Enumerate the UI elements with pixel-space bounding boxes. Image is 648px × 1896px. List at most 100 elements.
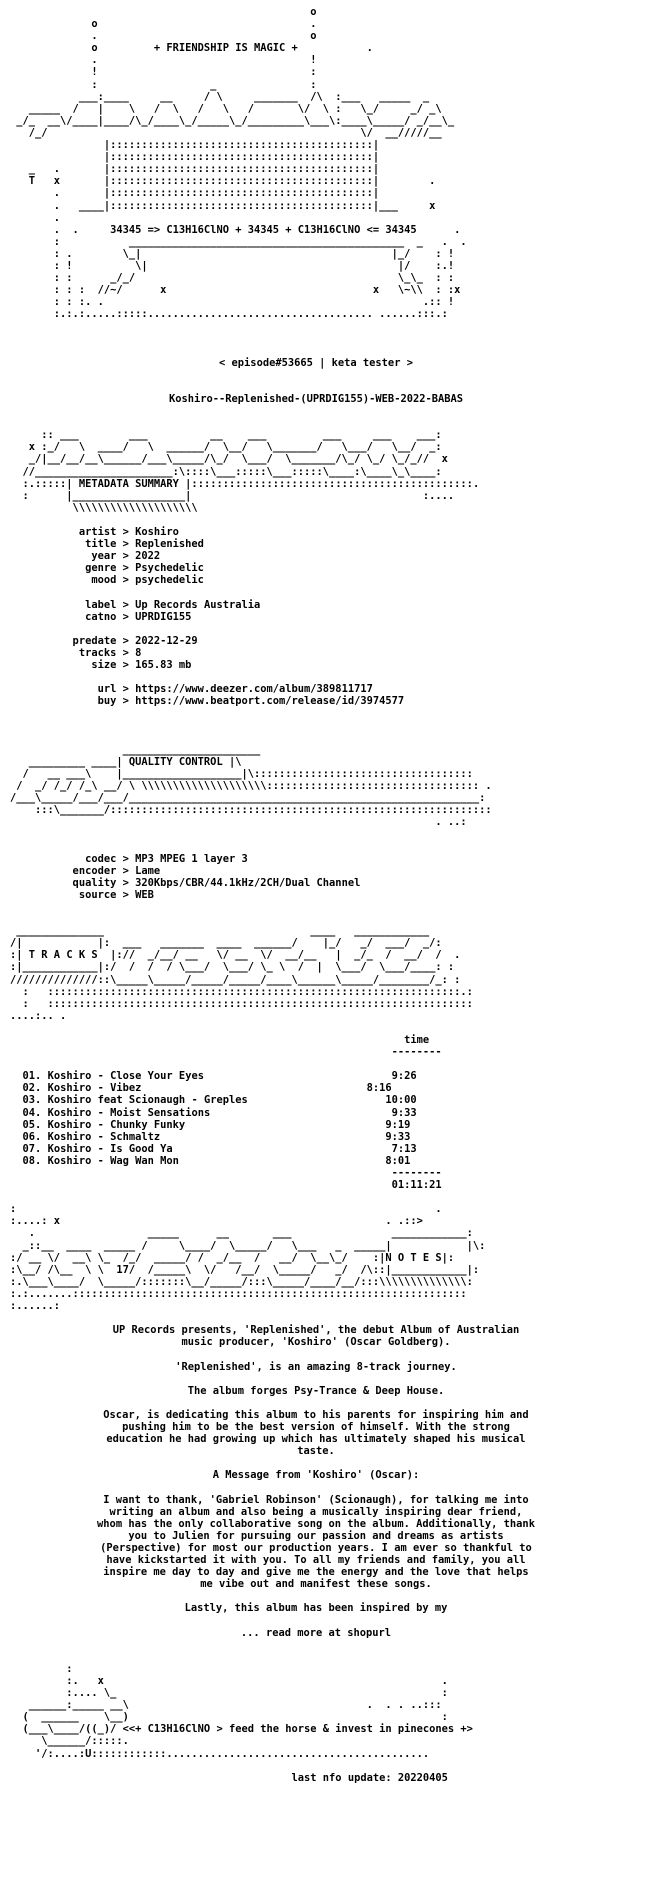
track-row: 05. Koshiro - Chunky Funky 9:19 xyxy=(10,1119,622,1131)
art-line: _____ / | \ / \ / \ / \/ \ : \_/ _/ _\ xyxy=(10,102,442,115)
notes-line: music producer, 'Koshiro' (Oscar Goldber… xyxy=(181,1336,451,1349)
metadata-value: psychedelic xyxy=(135,574,204,587)
metadata-row: catno > UPRDIG155 xyxy=(10,610,192,623)
art-line: ______________ ____ ____________ xyxy=(10,925,430,938)
art-line: ______________________ xyxy=(10,743,261,756)
quality-row: encoder > Lame xyxy=(10,864,161,877)
track-num: 01. xyxy=(22,1070,42,1083)
track-time: 9:26 xyxy=(391,1070,417,1083)
metadata-value: UPRDIG155 xyxy=(135,610,192,623)
art-line: :::\_______/::::::::::::::::::::::::::::… xyxy=(10,804,492,817)
art-line: _/|__/__/__\______/___\_____/\_/ \___/ \… xyxy=(10,453,448,466)
quality-value: 320Kbps/CBR/44.1kHz/2CH/Dual Channel xyxy=(135,876,361,889)
quality-value: Lame xyxy=(135,864,161,877)
art-line: T x |:::::::::::::::::::::::::::::::::::… xyxy=(10,175,436,188)
art-line xyxy=(10,1312,622,1324)
art-line: : xyxy=(10,1662,73,1675)
metadata-value: 8 xyxy=(135,646,142,659)
art-line xyxy=(10,840,622,852)
art-line: . ____|:::::::::::::::::::::::::::::::::… xyxy=(10,199,436,212)
section-tracks: T R A C K S xyxy=(28,949,98,962)
notes-line: have kickstarted it with you. To all my … xyxy=(106,1554,526,1566)
art-line xyxy=(10,671,622,683)
art-line: :......: xyxy=(10,1300,61,1313)
release-name: Koshiro--Replenished-(UPRDIG155)-WEB-202… xyxy=(168,393,464,405)
art-line: /| |: ___ _______ ____ ______/ |_/ _/ __… xyxy=(10,937,442,950)
art-line xyxy=(10,345,622,357)
metadata-value: 2022-12-29 xyxy=(135,634,198,647)
notes-line: pushing him to be the best version of hi… xyxy=(122,1420,510,1433)
notes-line: The album forges Psy-Trance & Deep House… xyxy=(187,1384,445,1397)
quality-row: quality > 320Kbps/CBR/44.1kHz/2CH/Dual C… xyxy=(10,876,361,889)
metadata-value: 2022 xyxy=(135,550,161,563)
art-line xyxy=(10,333,622,345)
notes-line: ... read more at shopurl xyxy=(240,1626,392,1639)
art-line xyxy=(10,901,622,913)
art-line xyxy=(10,1191,622,1203)
art-line: |:::::::::::::::::::::::::::::::::::::::… xyxy=(10,151,380,164)
art-line: ! : xyxy=(10,66,317,79)
quality-row: codec > MP3 MPEG 1 layer 3 xyxy=(10,852,248,865)
art-line: ....:.. . xyxy=(10,1009,67,1022)
metadata-value: Koshiro xyxy=(135,526,179,539)
art-line: :.\___\____/ \_____/:::::::\__/_____/:::… xyxy=(10,1275,473,1288)
track-title: Koshiro - Moist Sensations xyxy=(47,1106,211,1119)
section-quality: QUALITY CONTROL xyxy=(128,755,223,768)
track-title: Koshiro - Is Good Ya xyxy=(47,1142,173,1155)
metadata-value: Up Records Australia xyxy=(135,598,261,611)
art-line: :....: x . .::> xyxy=(10,1215,423,1228)
art-line: \______/:::::. xyxy=(10,1735,129,1748)
footer-motto: <<+ C13H16ClNO > feed the horse & invest… xyxy=(122,1723,473,1736)
art-line: |:::::::::::::::::::::::::::::::::::::::… xyxy=(10,139,380,152)
art-line: : . \_| |_/ : ! xyxy=(10,247,455,260)
notes-line xyxy=(10,1457,622,1469)
art-line: x :_/ \ ____/ \ ______/ \__/ \_______/ \… xyxy=(10,441,442,454)
art-line: :. x . xyxy=(10,1674,448,1687)
track-title: Koshiro - Chunky Funky xyxy=(47,1118,186,1131)
art-line: : ::::::::::::::::::::::::::::::::::::::… xyxy=(10,997,473,1010)
track-title: Koshiro - Schmaltz xyxy=(47,1130,161,1143)
metadata-row: artist > Koshiro xyxy=(10,526,179,539)
art-line xyxy=(10,1058,622,1070)
art-line: :.:.:.....:::::.........................… xyxy=(10,308,448,321)
art-line xyxy=(10,381,622,393)
art-line: _ . |:::::::::::::::::::::::::::::::::::… xyxy=(10,163,380,176)
art-line: : : :. . .:: ! xyxy=(10,296,455,309)
track-num: 06. xyxy=(22,1130,42,1143)
track-num: 02. xyxy=(22,1082,42,1095)
art-line: :| T R A C K S |:// _/__/ __ \/ __ \/ __… xyxy=(10,949,461,962)
notes-line xyxy=(10,1481,622,1493)
notes-line: Lastly, this album has been inspired by … xyxy=(184,1602,448,1615)
art-line: :|____________|:/ / / / \___/ \___/ \_ \… xyxy=(10,961,455,974)
track-row: 02. Koshiro - Vibez 8:16 xyxy=(10,1082,622,1094)
notes-line: I want to thank, 'Gabriel Robinson' (Sci… xyxy=(103,1493,529,1506)
art-line: : : : //~/ x x \~\\ : :x xyxy=(10,284,461,297)
art-line xyxy=(10,732,622,744)
art-line xyxy=(10,369,622,381)
art-line: : ______________________________________… xyxy=(10,235,467,248)
notes-line: Oscar, is dedicating this album to his p… xyxy=(103,1408,529,1421)
art-line: :.:::::| METADATA SUMMARY |:::::::::::::… xyxy=(10,477,480,490)
art-line: :.... \_ : xyxy=(10,1687,448,1700)
art-line: : . xyxy=(10,1203,442,1216)
track-time: 9:33 xyxy=(391,1106,417,1119)
notes-line: 'Replenished', is an amazing 8-track jou… xyxy=(175,1360,457,1373)
art-line xyxy=(10,720,622,732)
art-line: / __ ___\ |___________________|\::::::::… xyxy=(10,767,473,780)
notes-line: (Perspective) for most our production ye… xyxy=(100,1541,532,1554)
art-line xyxy=(10,1022,622,1034)
track-title: Koshiro feat Scionaugh - Greples xyxy=(47,1094,248,1107)
tracks-total-row: 01:11:21 xyxy=(10,1179,622,1191)
track-time: 10:00 xyxy=(385,1094,417,1107)
art-line: . ! xyxy=(10,54,317,67)
metadata-value: 165.83 mb xyxy=(135,659,192,672)
track-time: 9:33 xyxy=(385,1130,411,1143)
art-line xyxy=(10,1760,622,1772)
art-line: /___\_____/___/___/_____________________… xyxy=(10,792,486,805)
metadata-value: Replenished xyxy=(135,538,204,551)
metadata-row: buy > https://www.beatport.com/release/i… xyxy=(10,695,405,708)
art-line: //______________________:\::::\___:::::\… xyxy=(10,465,442,478)
notes-line: education he had growing up which has ul… xyxy=(106,1433,526,1446)
art-line: o xyxy=(10,6,317,18)
track-title: Koshiro - Close Your Eyes xyxy=(47,1070,204,1083)
